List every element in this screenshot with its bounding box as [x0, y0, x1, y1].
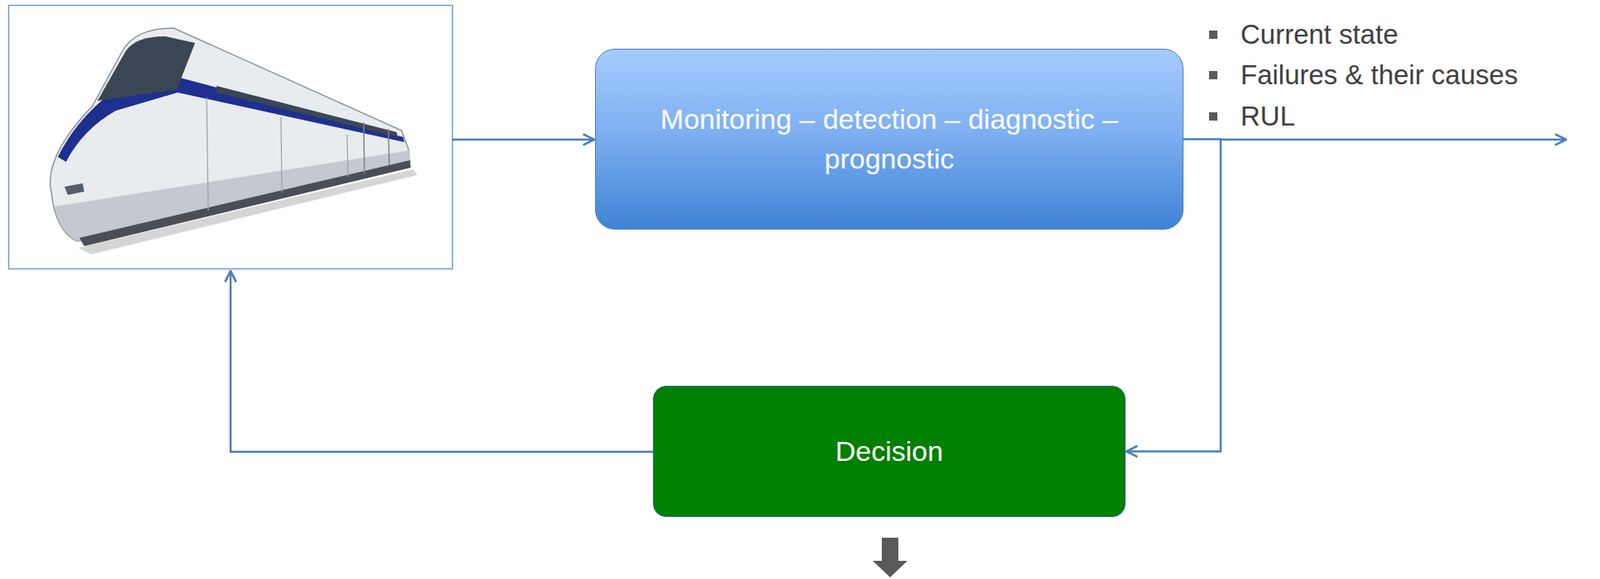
output-arrow — [1220, 138, 1567, 142]
down-arrow — [872, 538, 908, 578]
decision-box: Decision — [652, 385, 1126, 518]
picture-frame — [9, 5, 453, 270]
feedback-arrow — [230, 271, 653, 453]
bullet-item: Current state — [1240, 18, 1399, 52]
bullet-item: RUL — [1240, 100, 1296, 134]
bullet-item: Failures & their causes — [1240, 58, 1519, 92]
node-text: Decision — [835, 432, 943, 472]
bullet-square — [1209, 71, 1218, 80]
bullet-square — [1209, 112, 1218, 121]
train-illustration — [50, 28, 418, 255]
node-text: Monitoring – detection – diagnostic – pr… — [625, 100, 1153, 179]
bullet-square — [1209, 30, 1218, 39]
input-arrow — [452, 138, 595, 142]
process-box: Monitoring – detection – diagnostic – pr… — [595, 48, 1184, 230]
